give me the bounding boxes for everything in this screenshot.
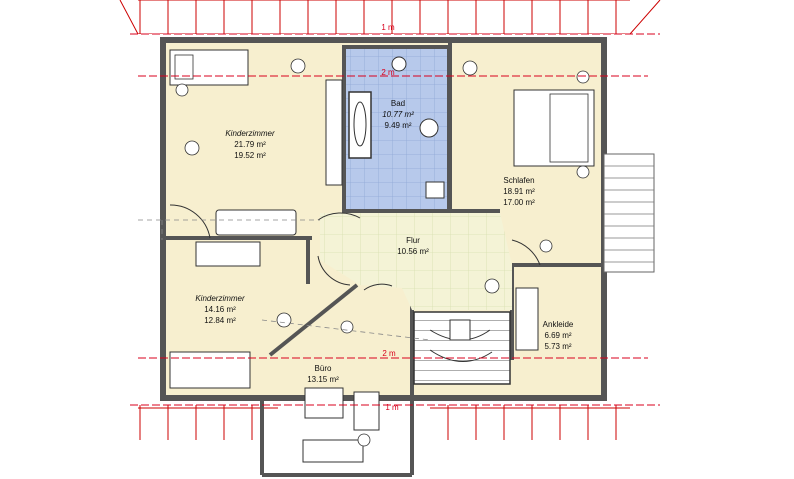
sofa-kinderzimmer-2 — [195, 241, 261, 267]
bed-kinderzimmer-1 — [169, 49, 249, 86]
bad-name: Bad — [391, 99, 405, 108]
flur-area-a: 10.56 m² — [397, 247, 429, 256]
ankleide-name: Ankleide — [543, 320, 574, 329]
kinderzimmer-1-name: Kinderzimmer — [225, 129, 275, 138]
sofa-kinderzimmer-1 — [215, 209, 297, 236]
dimension-label-bottom: 1 m — [385, 403, 399, 412]
dimension-label-middle: 2 m — [382, 349, 396, 358]
fixtures — [175, 58, 590, 447]
dimension-label-top: 1 m — [381, 23, 395, 32]
doors — [169, 204, 541, 291]
closet-ankleide — [515, 287, 539, 351]
guide-lines — [138, 219, 431, 341]
schlafen-name: Schlafen — [503, 176, 534, 185]
buero-area-a: 13.15 m² — [307, 375, 339, 384]
bed-schlafen — [513, 89, 595, 167]
exterior-stairs — [603, 153, 655, 273]
kinderzimmer-1-area-b: 19.52 m² — [234, 151, 266, 160]
bad-area-b: 9.49 m² — [384, 121, 411, 130]
schlafen-area-a: 18.91 m² — [503, 187, 535, 196]
stairs — [413, 311, 511, 385]
label-schlafen: Schlafen 18.91 m² 17.00 m² — [503, 176, 535, 207]
label-flur: Flur 10.56 m² — [397, 236, 429, 256]
schlafen-area-b: 17.00 m² — [503, 198, 535, 207]
kinderzimmer-2-area-a: 14.16 m² — [204, 305, 236, 314]
kinderzimmer-1-area-a: 21.79 m² — [234, 140, 266, 149]
dimension-label-bad: 2 m — [381, 68, 395, 77]
interior-walls — [166, 40, 602, 477]
flur-name: Flur — [406, 236, 420, 245]
buero-name: Büro — [315, 364, 332, 373]
label-buero: Büro 13.15 m² — [307, 364, 339, 384]
ankleide-area-b: 5.73 m² — [544, 342, 571, 351]
kinderzimmer-2-area-b: 12.84 m² — [204, 316, 236, 325]
label-bad: Bad 10.77 m² 9.49 m² — [382, 99, 414, 130]
roof-tiles-bottom — [138, 405, 630, 440]
label-ankleide: Ankleide 6.69 m² 5.73 m² — [543, 320, 574, 351]
wardrobe-kinderzimmer-1 — [325, 79, 343, 186]
ankleide-area-a: 6.69 m² — [544, 331, 571, 340]
dimension-lines — [130, 33, 660, 406]
kinderzimmer-2-name: Kinderzimmer — [195, 294, 245, 303]
flur-area — [320, 213, 512, 310]
label-kinderzimmer-2: Kinderzimmer 14.16 m² 12.84 m² — [195, 294, 245, 325]
desk-buero — [302, 387, 380, 463]
label-kinderzimmer-1: Kinderzimmer 21.79 m² 19.52 m² — [225, 129, 275, 160]
bad-area-a: 10.77 m² — [382, 110, 414, 119]
bed-kinderzimmer-2 — [169, 351, 251, 389]
roof-tiles-top — [119, 0, 661, 35]
